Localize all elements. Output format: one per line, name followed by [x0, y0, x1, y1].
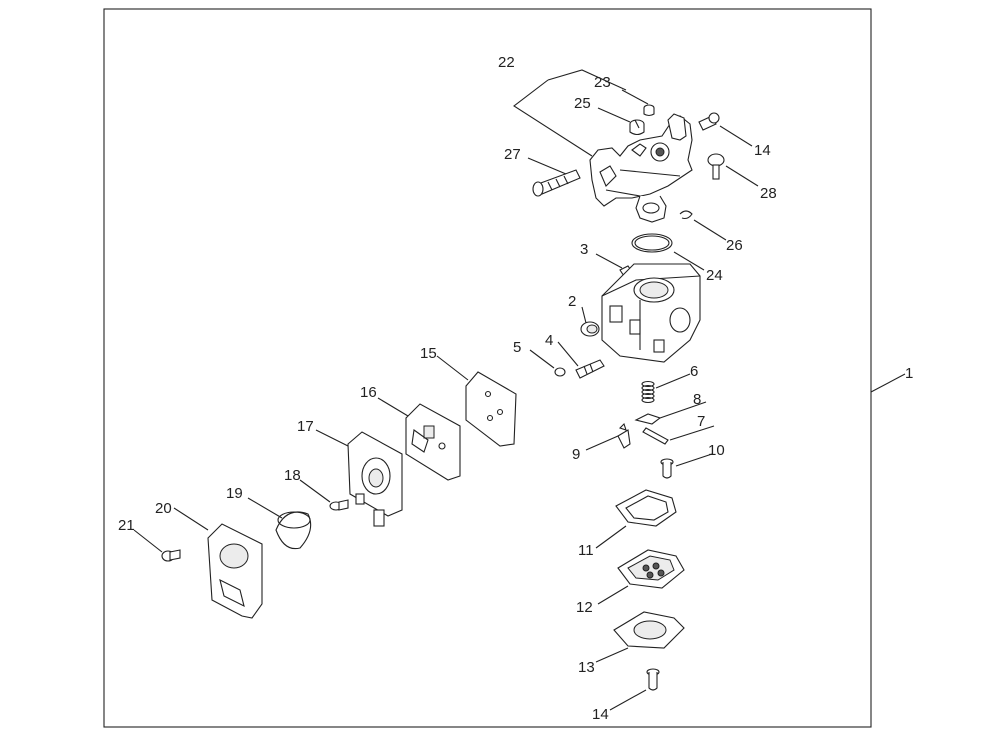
- callout-19: 19: [226, 485, 243, 502]
- assembly-frame: [103, 8, 872, 728]
- part-14-screw-top: [698, 112, 720, 131]
- part-12-diaphragm: [617, 549, 685, 589]
- part-8-lever: [634, 413, 662, 425]
- callout-24-oring: 24: [706, 267, 723, 284]
- part-13-cover: [613, 611, 685, 649]
- callout-1: 1: [905, 365, 913, 382]
- callout-14-bottom: 14: [592, 706, 609, 723]
- part-20-retainer: [207, 523, 263, 619]
- callout-21: 21: [118, 517, 135, 534]
- leader-lines: [133, 69, 906, 711]
- callout-10: 10: [708, 442, 725, 459]
- part-6-spring: [641, 380, 655, 404]
- part-23-plug: [643, 104, 655, 117]
- callout-8: 8: [693, 391, 701, 408]
- part-7-pin: [642, 427, 669, 445]
- callout-22: 22: [498, 54, 515, 71]
- part-26-clip: [679, 210, 693, 220]
- part-15-gasket-plate: [465, 371, 517, 447]
- part-28-screw: [707, 153, 725, 180]
- callout-28: 28: [760, 185, 777, 202]
- callout-13: 13: [578, 659, 595, 676]
- part-19-primer-bulb: [275, 511, 312, 550]
- callout-3: 3: [580, 241, 588, 258]
- callout-7: 7: [697, 413, 705, 430]
- part-4-needle-screw: [575, 359, 605, 379]
- callout-6: 6: [690, 363, 698, 380]
- callout-5: 5: [513, 339, 521, 356]
- part-25-screw: [629, 119, 645, 136]
- callout-15: 15: [420, 345, 437, 362]
- part-11-gasket: [615, 489, 677, 527]
- callout-17: 17: [297, 418, 314, 435]
- callout-9: 9: [572, 446, 580, 463]
- callout-26: 26: [726, 237, 743, 254]
- part-5-ball: [554, 367, 566, 377]
- part-24-o-ring: [631, 233, 673, 253]
- callout-14-top: 14: [754, 142, 771, 159]
- part-16-pump-plate: [405, 403, 461, 481]
- part-10-screw: [660, 458, 674, 479]
- callout-27: 27: [504, 146, 521, 163]
- callout-24: 25: [574, 95, 591, 112]
- callout-labels: 1 2 3 4 5 6 7 8 9 10 11 12 13 14 14 15 1…: [118, 54, 913, 723]
- callout-2: 2: [568, 293, 576, 310]
- part-14-screw-bottom: [646, 668, 660, 691]
- callout-12: 12: [576, 599, 593, 616]
- callout-18: 18: [284, 467, 301, 484]
- part-17-pump-cover: [347, 431, 403, 527]
- callout-23: 23: [594, 74, 611, 91]
- part-22-cover: [589, 113, 693, 223]
- callout-4: 4: [545, 332, 553, 349]
- part-2-cap: [580, 321, 600, 337]
- callout-20: 20: [155, 500, 172, 517]
- part-9-needle: [617, 422, 631, 449]
- part-18-screw: [329, 499, 349, 511]
- carburetor-body: [601, 263, 701, 363]
- part-27-screw: [532, 169, 581, 197]
- callout-11: 11: [578, 542, 594, 559]
- part-21-screw: [161, 549, 181, 562]
- callout-16: 16: [360, 384, 377, 401]
